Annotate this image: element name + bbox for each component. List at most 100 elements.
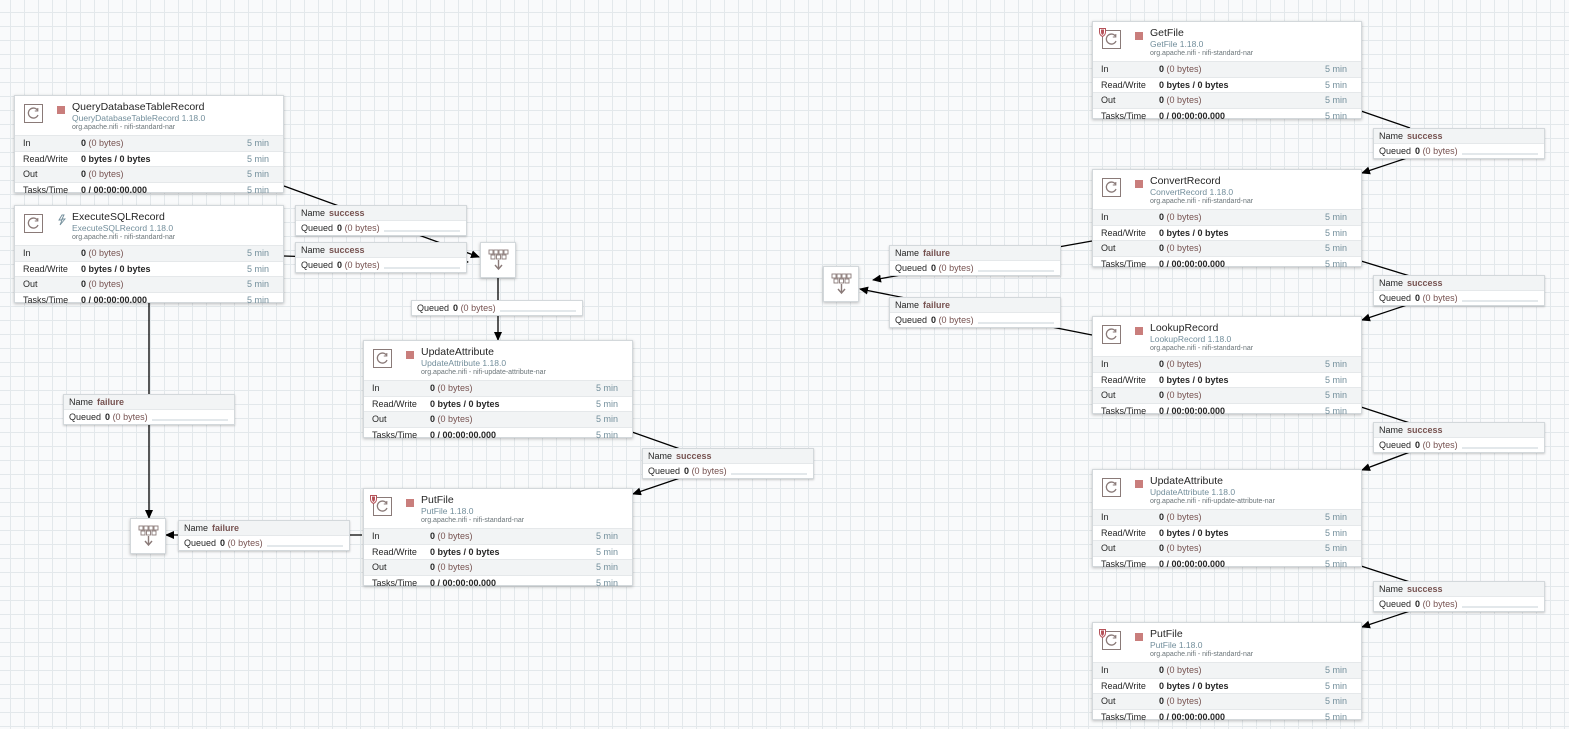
- stat-label: Tasks/Time: [372, 577, 418, 588]
- queued-bytes: (0 bytes): [112, 412, 148, 422]
- stat-label: Out: [1101, 243, 1116, 253]
- stat-label: Read/Write: [1101, 680, 1146, 691]
- stat-window: 5 min: [595, 429, 618, 440]
- queue-bar: [1462, 606, 1538, 608]
- funnel-f3[interactable]: [130, 518, 166, 554]
- funnel-icon: [138, 525, 159, 547]
- stat-row-read-write: Read/Write 0 bytes / 0 bytes 5 min: [15, 260, 283, 277]
- queued-bytes: (0 bytes): [1422, 440, 1458, 450]
- stopped-icon: [1135, 32, 1143, 40]
- stat-label: In: [1101, 512, 1109, 522]
- stat-window: 5 min: [1324, 243, 1347, 253]
- funnel-f2[interactable]: [823, 266, 859, 302]
- stat-window: 5 min: [1324, 558, 1347, 569]
- stat-window: 5 min: [246, 263, 269, 274]
- stat-row-in: In 0 (0 bytes) 5 min: [15, 135, 283, 151]
- processor-name: PutFile: [421, 494, 454, 506]
- stat-value: 0 / 00:00:00.000: [430, 429, 497, 440]
- stat-value: 0 bytes / 0 bytes: [1159, 79, 1229, 90]
- processor-type-icon: [1102, 631, 1121, 650]
- stat-row-in: In 0 (0 bytes) 5 min: [364, 528, 632, 544]
- queued-bytes: (0 bytes): [460, 303, 496, 313]
- processor-bundle: org.apache.nifi - nifi-standard-nar: [1150, 198, 1254, 205]
- processor-cr[interactable]: ConvertRecord ConvertRecord 1.18.0 org.a…: [1092, 169, 1362, 269]
- queued-count: 0: [337, 260, 343, 270]
- processor-type: QueryDatabaseTableRecord 1.18.0: [72, 113, 206, 123]
- queued-bytes: (0 bytes): [691, 466, 727, 476]
- processor-pf1[interactable]: PutFile PutFile 1.18.0 org.apache.nifi -…: [363, 488, 633, 588]
- stopped-icon: [57, 106, 65, 114]
- stat-window: 5 min: [595, 383, 618, 393]
- connection-relationship: success: [1407, 425, 1443, 435]
- stat-label: Tasks/Time: [372, 429, 418, 440]
- processor-type-icon: [373, 497, 392, 516]
- stat-window: 5 min: [246, 294, 269, 305]
- queued-count: 0: [105, 412, 111, 422]
- processor-type: ExecuteSQLRecord 1.18.0: [72, 223, 174, 233]
- queued-bytes: (0 bytes): [938, 315, 974, 325]
- stopped-icon: [1135, 633, 1143, 641]
- connection-name-label: Name: [184, 523, 209, 533]
- stopped-icon: [1135, 480, 1143, 488]
- stat-value: 0 (0 bytes): [1159, 95, 1202, 105]
- stat-row-out: Out 0 (0 bytes) 5 min: [1093, 693, 1361, 709]
- edge-lr-to-ua2: [1360, 406, 1411, 424]
- stat-value: 0 (0 bytes): [430, 531, 473, 541]
- stat-window: 5 min: [1324, 227, 1347, 238]
- connection-queued-label: Queued: [1379, 440, 1412, 450]
- processor-name: ConvertRecord: [1150, 175, 1221, 187]
- stat-label: Tasks/Time: [1101, 405, 1147, 416]
- processor-esr[interactable]: ExecuteSQLRecord ExecuteSQLRecord 1.18.0…: [14, 205, 284, 305]
- stat-value: 0 (0 bytes): [81, 138, 124, 148]
- stat-window: 5 min: [1324, 390, 1347, 400]
- stat-window: 5 min: [595, 546, 618, 557]
- stat-value: 0 / 00:00:00.000: [430, 577, 497, 588]
- connection-relationship: failure: [97, 397, 125, 407]
- stat-value: 0 (0 bytes): [1159, 696, 1202, 706]
- processor-ua1[interactable]: UpdateAttribute UpdateAttribute 1.18.0 o…: [363, 340, 633, 440]
- queued-bytes: (0 bytes): [1422, 293, 1458, 303]
- processor-gf[interactable]: GetFile GetFile 1.18.0 org.apache.nifi -…: [1092, 21, 1362, 121]
- stat-label: Out: [1101, 543, 1116, 553]
- funnel-f1[interactable]: [480, 242, 516, 278]
- stat-window: 5 min: [1324, 79, 1347, 90]
- stat-row-out: Out 0 (0 bytes) 5 min: [1093, 92, 1361, 108]
- queue-bar: [384, 230, 460, 232]
- processor-lr[interactable]: LookupRecord LookupRecord 1.18.0 org.apa…: [1092, 316, 1362, 416]
- queue-bar: [1462, 300, 1538, 302]
- processor-header: UpdateAttribute UpdateAttribute 1.18.0 o…: [1093, 470, 1361, 509]
- queue-bar: [1462, 153, 1538, 155]
- processor-header: LookupRecord LookupRecord 1.18.0 org.apa…: [1093, 317, 1361, 356]
- stat-row-read-write: Read/Write 0 bytes / 0 bytes 5 min: [1093, 371, 1361, 388]
- processor-pf2[interactable]: PutFile PutFile 1.18.0 org.apache.nifi -…: [1092, 622, 1362, 722]
- processor-bundle: org.apache.nifi - nifi-standard-nar: [72, 124, 176, 131]
- processor-name: ExecuteSQLRecord: [72, 211, 165, 223]
- processor-ua2[interactable]: UpdateAttribute UpdateAttribute 1.18.0 o…: [1092, 469, 1362, 569]
- stat-value: 0 (0 bytes): [1159, 359, 1202, 369]
- processor-bundle: org.apache.nifi - nifi-update-attribute-…: [1150, 498, 1275, 505]
- edge-gf-to-cr: [1360, 110, 1411, 129]
- stat-row-out: Out 0 (0 bytes) 5 min: [1093, 240, 1361, 256]
- connection-queued-label: Queued: [1379, 146, 1412, 156]
- queued-bytes: (0 bytes): [344, 260, 380, 270]
- processor-qdtr[interactable]: QueryDatabaseTableRecord QueryDatabaseTa…: [14, 95, 284, 195]
- stat-value: 0 / 00:00:00.000: [1159, 258, 1226, 269]
